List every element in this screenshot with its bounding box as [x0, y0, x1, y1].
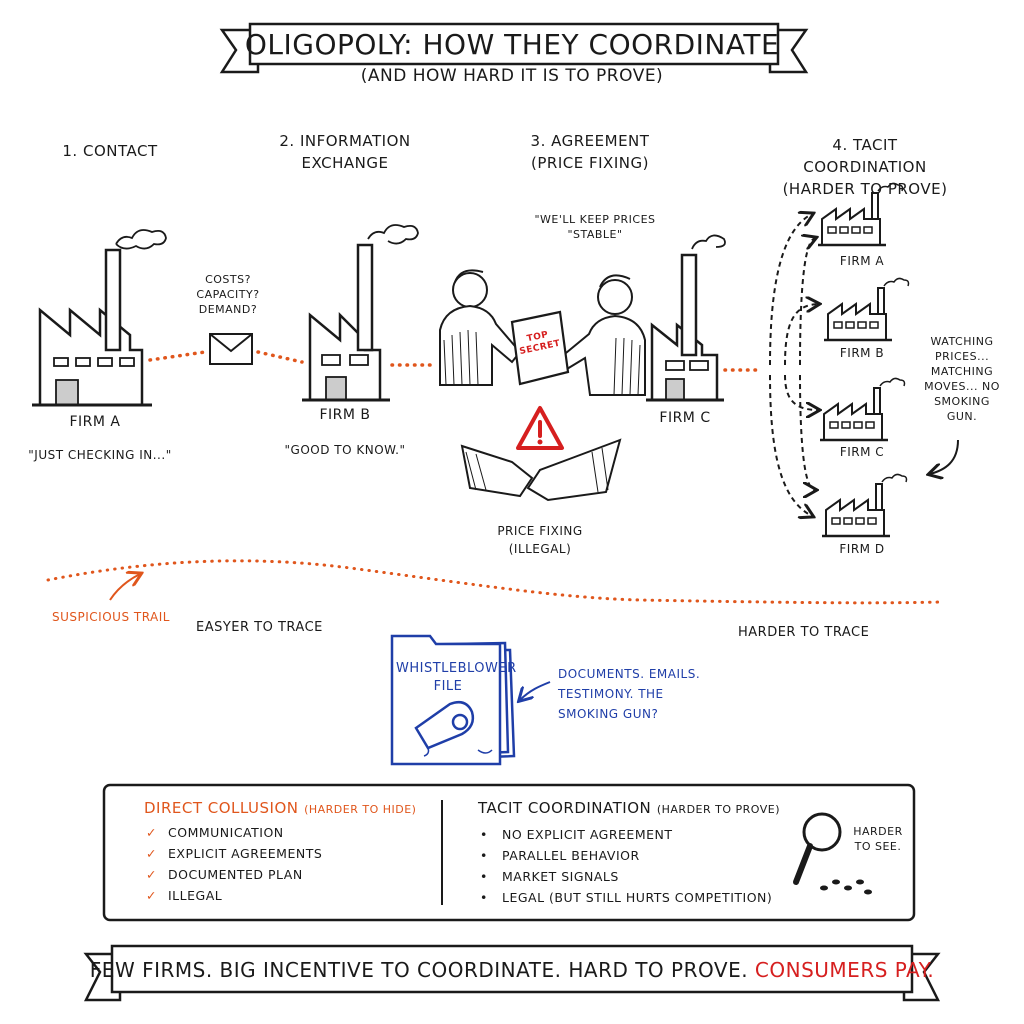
- list-item: ✓EXPLICIT AGREEMENTS: [146, 843, 322, 864]
- bottom-ribbon: [83, 944, 941, 1002]
- list-item: •MARKET SIGNALS: [480, 866, 772, 887]
- note-arrow: [930, 439, 959, 474]
- list-item: •NO EXPLICIT AGREEMENT: [480, 824, 772, 845]
- handshake-icon: [460, 438, 622, 502]
- tacit-firm-d: FIRM D: [839, 542, 885, 556]
- tacit-coordination-title: TACIT COORDINATION: [478, 799, 652, 817]
- list-item: •PARALLEL BEHAVIOR: [480, 845, 772, 866]
- businessmen-illustration: [439, 269, 646, 396]
- tacit-coordination-heading: TACIT COORDINATION (HARDER TO PROVE): [478, 798, 780, 817]
- warning-icon: [516, 406, 564, 450]
- direct-collusion-tag: (HARDER TO HIDE): [304, 803, 417, 816]
- price-fixing-warning: PRICE FIXING (ILLEGAL): [497, 524, 583, 556]
- tacit-firm-c: FIRM C: [839, 445, 885, 459]
- step-contact: 1. CONTACT: [62, 142, 158, 160]
- check-icon: ✓: [146, 867, 157, 882]
- factory-tacit-b: [822, 277, 910, 342]
- check-icon: ✓: [146, 825, 157, 840]
- firm-a-label: FIRM A: [69, 414, 121, 430]
- contact-questions: COSTS? CAPACITY? DEMAND?: [196, 273, 260, 316]
- direct-collusion-list: ✓COMMUNICATION ✓EXPLICIT AGREEMENTS ✓DOC…: [146, 822, 322, 906]
- list-item: •LEGAL (BUT STILL HURTS COMPETITION): [480, 887, 772, 908]
- list-item: ✓COMMUNICATION: [146, 822, 322, 843]
- bottom-banner-text: FEW FIRMS. BIG INCENTIVE TO COORDINATE. …: [0, 958, 1024, 982]
- comparison-box-frame: [102, 783, 916, 922]
- bullet-icon: •: [480, 827, 488, 842]
- factory-firm-b: [302, 224, 419, 402]
- page-subtitle: (AND HOW HARD IT IS TO PROVE): [360, 66, 664, 86]
- whistleblower-file-label: WHISTLEBLOWER FILE: [396, 661, 517, 694]
- step-agreement: 3. AGREEMENT (PRICE FIXING): [530, 132, 650, 172]
- tacit-firm-b: FIRM B: [839, 346, 885, 360]
- evidence-arrow: [520, 681, 551, 700]
- suspicious-trail: [46, 559, 942, 605]
- firm-b-label: FIRM B: [319, 407, 371, 423]
- tacit-note: WATCHING PRICES... MATCHING MOVES... NO …: [924, 335, 1000, 423]
- tacit-coordination-list: •NO EXPLICIT AGREEMENT •PARALLEL BEHAVIO…: [480, 824, 772, 908]
- title-ribbon: [219, 22, 809, 74]
- evidence-list: DOCUMENTS. EMAILS. TESTIMONY. THE SMOKIN…: [558, 667, 701, 721]
- magnifier-icon: [793, 812, 842, 885]
- list-item: ✓DOCUMENTED PLAN: [146, 864, 322, 885]
- factory-tacit-d: [820, 473, 908, 538]
- firm-a-quote: "JUST CHECKING IN...": [28, 448, 172, 462]
- bullet-icon: •: [480, 869, 488, 884]
- check-icon: ✓: [146, 846, 157, 861]
- easier-to-trace-label: EASYER TO TRACE: [196, 620, 323, 635]
- whistleblower-folder-icon: [390, 634, 516, 766]
- factory-firm-a: [32, 229, 167, 407]
- check-icon: ✓: [146, 888, 157, 903]
- direct-collusion-heading: DIRECT COLLUSION (HARDER TO HIDE): [144, 798, 416, 817]
- step-tacit-coordination: 4. TACIT COORDINATION (HARDER TO PROVE): [782, 136, 948, 198]
- factory-firm-c: [646, 234, 726, 402]
- footprints-icon: [820, 879, 872, 895]
- tacit-coordination-tag: (HARDER TO PROVE): [656, 803, 781, 816]
- contact-links: [148, 350, 762, 372]
- tacit-arrows: [769, 214, 818, 516]
- direct-collusion-title: DIRECT COLLUSION: [144, 799, 299, 817]
- factory-tacit-c: [818, 377, 906, 442]
- bullet-icon: •: [480, 890, 488, 905]
- harder-to-trace-label: HARDER TO TRACE: [738, 625, 870, 640]
- firm-c-label: FIRM C: [659, 410, 711, 426]
- trail-arrow: [109, 574, 140, 601]
- tacit-firm-a: FIRM A: [839, 254, 885, 268]
- agreement-speech: "WE'LL KEEP PRICES "STABLE": [534, 213, 656, 241]
- firm-b-quote: "GOOD TO KNOW.": [284, 443, 406, 457]
- banner-accent: CONSUMERS PAY.: [754, 958, 935, 982]
- magnifier-note: HARDER TO SEE.: [853, 825, 903, 853]
- whistle-icon: [414, 701, 493, 757]
- step-information-exchange: 2. INFORMATION EXCHANGE: [279, 132, 411, 172]
- suspicious-trail-label: SUSPICIOUS TRAIL: [52, 610, 170, 624]
- banner-main: FEW FIRMS. BIG INCENTIVE TO COORDINATE. …: [89, 958, 749, 982]
- list-item: ✓ILLEGAL: [146, 885, 322, 906]
- page-title: OLIGOPOLY: HOW THEY COORDINATE: [244, 28, 780, 61]
- bullet-icon: •: [480, 848, 488, 863]
- envelope-icon: [209, 333, 253, 365]
